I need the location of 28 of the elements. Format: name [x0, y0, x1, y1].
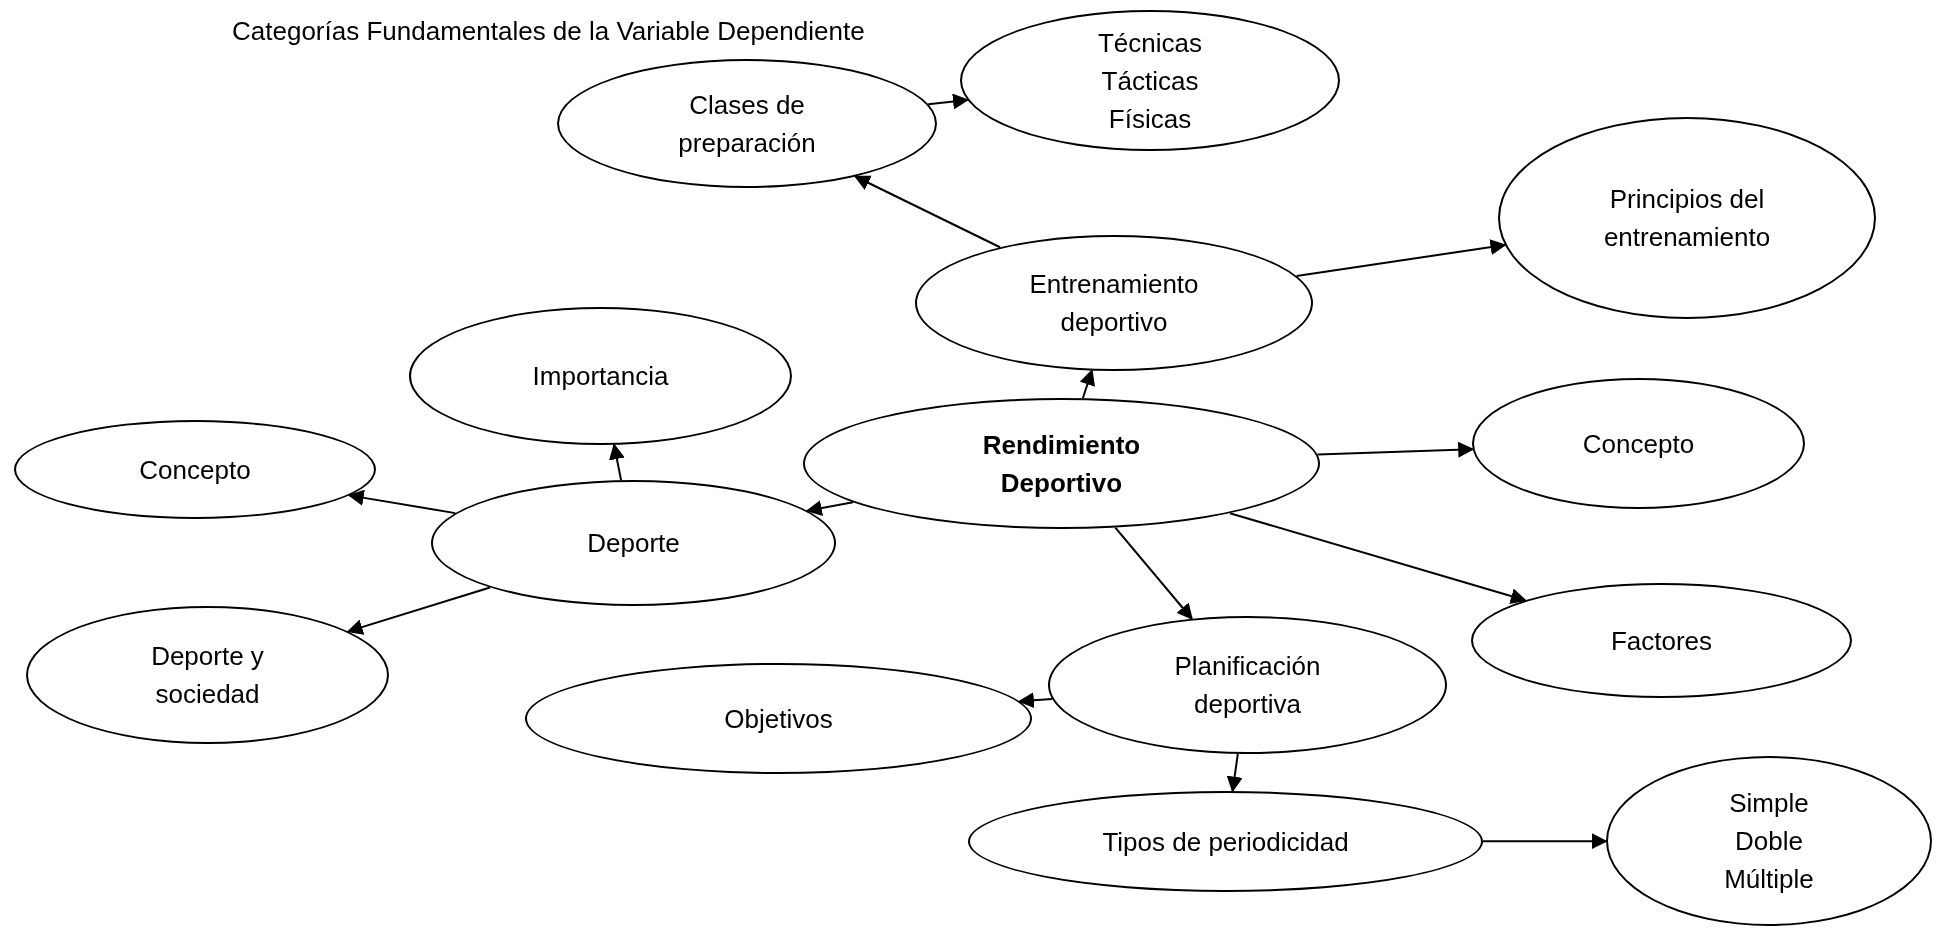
node-text: Clases de preparación [677, 88, 817, 160]
node-text: Deporte y sociedad [150, 640, 265, 711]
arrow [1017, 692, 1054, 709]
diagram-title: Categorías Fundamentales de la Variable Dependiente [232, 15, 865, 48]
arrow [609, 443, 625, 482]
arrow [346, 586, 491, 635]
arrow [853, 175, 1002, 249]
node-text: Deporte [587, 527, 680, 560]
node-text: Principios del entrenamiento [1602, 183, 1772, 254]
arrow [347, 489, 457, 515]
node-text: Simple Doble Múltiple [1723, 787, 1815, 896]
arrow [1226, 752, 1243, 793]
node-text: Tipos de periodicidad [1102, 825, 1349, 859]
node-text: Técnicas Tácticas Físicas [1096, 26, 1203, 136]
node-text: Entrenamiento deportivo [1028, 268, 1200, 339]
node-text: Factores [1610, 624, 1713, 658]
node-text: Planificación deportiva [1173, 650, 1322, 721]
node-text: Importancia [532, 360, 669, 393]
node-text: Objetivos [724, 702, 833, 736]
node-text: Rendimiento Deportivo [981, 428, 1142, 500]
arrow [1228, 512, 1527, 604]
arrow [1295, 239, 1507, 277]
arrow [805, 500, 854, 516]
arrow [1482, 833, 1608, 850]
node-text: Concepto [1582, 427, 1695, 461]
arrow [1079, 369, 1095, 400]
node-text: Concepto [139, 453, 251, 487]
arrow [927, 93, 969, 110]
